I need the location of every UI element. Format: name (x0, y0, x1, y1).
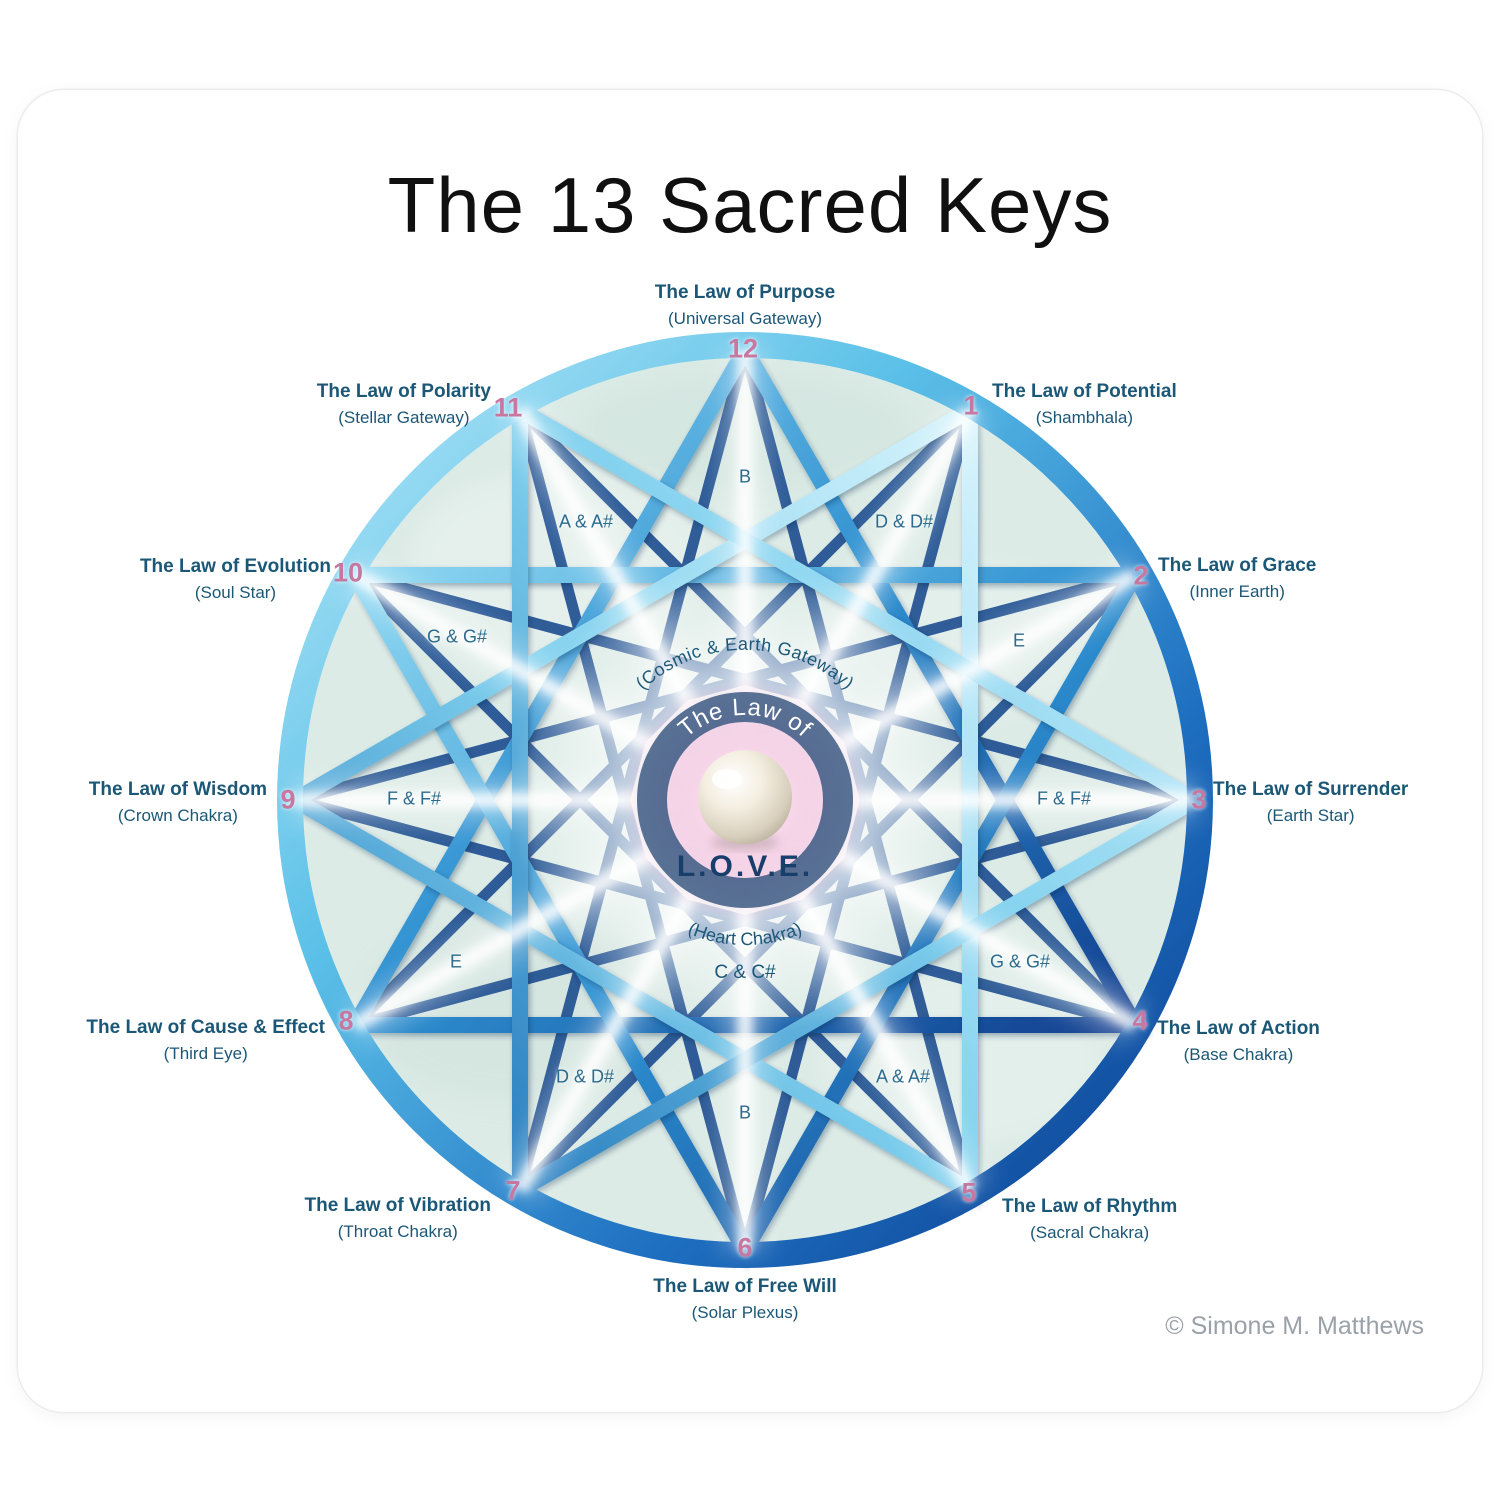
law-subtitle: (Shambhala) (1035, 407, 1134, 427)
key-number-6: 6 (737, 1232, 753, 1263)
law-subtitle: (Sacral Chakra) (1030, 1222, 1150, 1242)
law-title: The Law of Evolution (139, 556, 331, 577)
key-label-7: The Law of Vibration (Throat Chakra) (305, 1193, 492, 1243)
law-title: The Law of Vibration (304, 1195, 492, 1216)
law-title: The Law of Grace (1158, 555, 1317, 576)
key-number-4: 4 (1132, 1005, 1148, 1036)
note-label: B (738, 1102, 752, 1123)
pearl (698, 750, 792, 844)
note-label: E (449, 951, 463, 972)
note-label: G & G# (989, 951, 1051, 972)
key-number-2: 2 (1133, 560, 1149, 591)
key-label-5: The Law of Rhythm (Sacral Chakra) (1002, 1194, 1177, 1244)
center-note-label: C & C# (714, 962, 776, 983)
law-title: The Law of Wisdom (88, 779, 267, 800)
key-number-10: 10 (332, 557, 364, 588)
copyright-notice: © Simone M. Matthews (1165, 1312, 1424, 1340)
note-label: D & D# (555, 1066, 615, 1087)
key-label-2: The Law of Grace (Inner Earth) (1158, 553, 1316, 603)
note-label: F & F# (1036, 788, 1092, 809)
key-number-9: 9 (280, 784, 296, 815)
law-title: The Law of Action (1157, 1018, 1320, 1039)
note-label: A & A# (875, 1066, 931, 1087)
law-subtitle: (Inner Earth) (1189, 581, 1285, 601)
law-subtitle: (Solar Plexus) (691, 1302, 799, 1322)
key-label-11: The Law of Polarity (Stellar Gateway) (317, 379, 491, 429)
key-label-1: The Law of Potential (Shambhala) (992, 379, 1177, 429)
key-number-12: 12 (727, 333, 759, 364)
key-label-12: The Law of Purpose (Universal Gateway) (655, 280, 836, 330)
law-subtitle: (Crown Chakra) (117, 805, 238, 825)
law-subtitle: (Universal Gateway) (668, 308, 822, 328)
center-ring-band (637, 692, 853, 908)
law-title: The Law of Rhythm (1002, 1196, 1178, 1217)
note-label: A & A# (558, 511, 614, 532)
key-number-3: 3 (1191, 784, 1207, 815)
note-label: F & F# (386, 788, 442, 809)
key-number-1: 1 (963, 390, 979, 421)
law-subtitle: (Soul Star) (194, 582, 277, 602)
key-label-6: The Law of Free Will (Solar Plexus) (653, 1274, 837, 1324)
key-number-5: 5 (961, 1177, 977, 1208)
key-label-4: The Law of Action (Base Chakra) (1157, 1016, 1320, 1066)
law-subtitle: (Throat Chakra) (337, 1221, 458, 1241)
key-label-9: The Law of Wisdom (Crown Chakra) (89, 777, 267, 827)
pearl-highlight (712, 769, 742, 789)
note-label: B (738, 466, 752, 487)
law-title: The Law of Purpose (654, 282, 836, 303)
law-title: The Law of Cause & Effect (86, 1017, 325, 1038)
law-subtitle: (Earth Star) (1266, 805, 1355, 825)
law-title: The Law of Free Will (653, 1276, 837, 1297)
law-title: The Law of Surrender (1213, 779, 1409, 800)
note-label: G & G# (426, 626, 488, 647)
law-subtitle: (Base Chakra) (1183, 1044, 1294, 1064)
note-label: E (1012, 630, 1026, 651)
love-label: L.O.V.E. (677, 850, 813, 883)
law-title: The Law of Polarity (316, 381, 491, 402)
key-label-3: The Law of Surrender (Earth Star) (1213, 777, 1408, 827)
key-number-8: 8 (338, 1005, 354, 1036)
key-number-11: 11 (493, 392, 523, 423)
key-label-10: The Law of Evolution (Soul Star) (140, 554, 331, 604)
law-subtitle: (Stellar Gateway) (338, 407, 470, 427)
law-title: The Law of Potential (992, 381, 1177, 402)
key-number-7: 7 (505, 1175, 521, 1206)
note-label: D & D# (874, 511, 934, 532)
page-title: The 13 Sacred Keys (387, 161, 1113, 249)
key-label-8: The Law of Cause & Effect (Third Eye) (86, 1015, 325, 1065)
law-subtitle: (Third Eye) (163, 1043, 248, 1063)
outer-ring (277, 332, 1213, 1268)
